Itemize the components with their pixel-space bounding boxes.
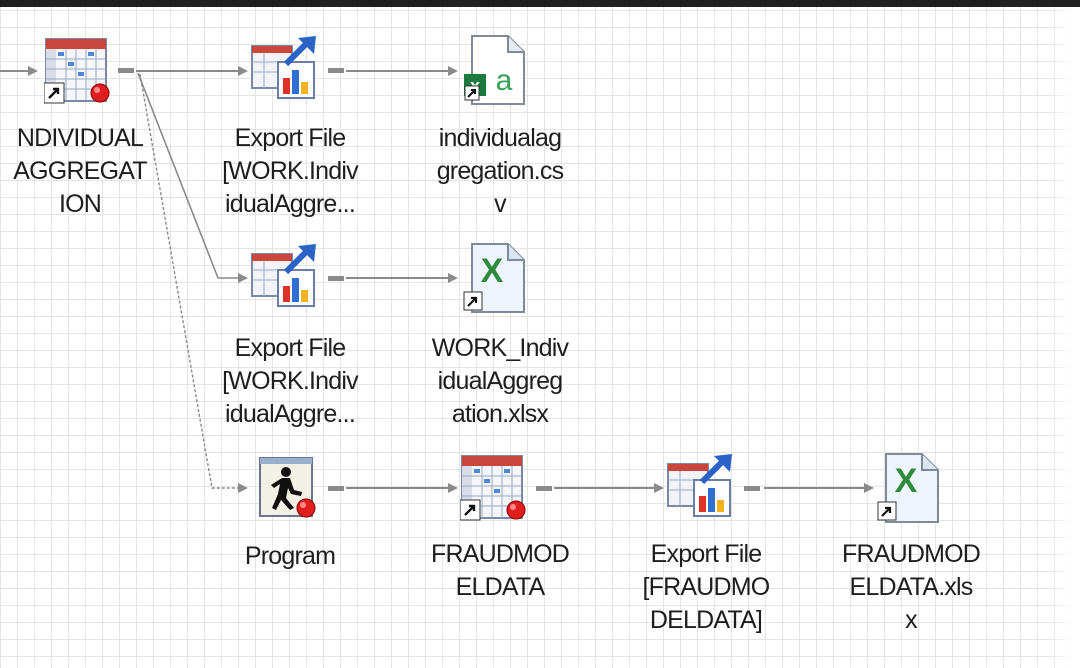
node-xlsx-file[interactable]: X WORK_Indiv idualAggreg ation.xlsx <box>432 242 569 432</box>
node-program[interactable]: Program <box>230 452 350 582</box>
node-export-file-1[interactable]: Export File [WORK.Indiv idualAggre... <box>222 34 359 224</box>
output-port[interactable] <box>744 486 760 491</box>
output-port[interactable] <box>328 68 344 73</box>
node-label: Program <box>244 542 336 570</box>
excel-file-icon: X <box>877 453 939 523</box>
svg-text:X: X <box>895 462 918 500</box>
node-fraud-xlsx-file[interactable]: X FRAUDMOD ELDATA.xls x <box>842 452 981 642</box>
program-icon <box>259 457 316 518</box>
node-individual-aggregation[interactable]: NDIVIDUAL AGGREGAT ION <box>13 34 148 224</box>
export-file-icon <box>251 244 316 307</box>
link-individual-to-program <box>139 73 248 493</box>
output-port[interactable] <box>536 486 552 491</box>
canvas-right-edge <box>1048 7 1080 668</box>
link-individual-to-export2 <box>137 72 248 283</box>
output-port[interactable] <box>328 276 344 281</box>
data-table-icon <box>460 455 526 521</box>
node-label: Export File [WORK.Indiv idualAggre... <box>222 124 358 218</box>
output-port[interactable] <box>328 486 344 491</box>
node-label: WORK_Indiv idualAggreg ation.xlsx <box>431 334 569 428</box>
export-file-icon <box>251 36 316 99</box>
node-label: FRAUDMOD ELDATA <box>430 540 570 601</box>
csv-file-icon: a x <box>464 35 525 105</box>
node-csv-file[interactable]: a x individualag gregation.cs v <box>437 34 564 224</box>
node-label: Export File [WORK.Indiv idualAggre... <box>222 334 358 428</box>
node-fraudmodeldata[interactable]: FRAUDMOD ELDATA <box>431 452 570 612</box>
node-label: Export File [FRAUDMO DELDATA] <box>642 540 771 634</box>
node-label: NDIVIDUAL AGGREGAT ION <box>13 124 147 218</box>
node-export-file-2[interactable]: Export File [WORK.Indiv idualAggre... <box>222 242 359 432</box>
svg-text:a: a <box>496 64 513 97</box>
node-label: individualag gregation.cs v <box>436 124 564 218</box>
window-top-border <box>0 0 1080 7</box>
svg-text:X: X <box>481 252 504 290</box>
excel-file-icon: X <box>463 243 525 313</box>
process-flow-canvas[interactable] <box>0 7 1080 668</box>
data-table-icon <box>44 38 110 104</box>
node-export-file-3[interactable]: Export File [FRAUDMO DELDATA] <box>643 452 770 642</box>
node-label: FRAUDMOD ELDATA.xls x <box>841 540 981 634</box>
output-port[interactable] <box>118 68 134 73</box>
export-file-icon <box>667 454 732 517</box>
